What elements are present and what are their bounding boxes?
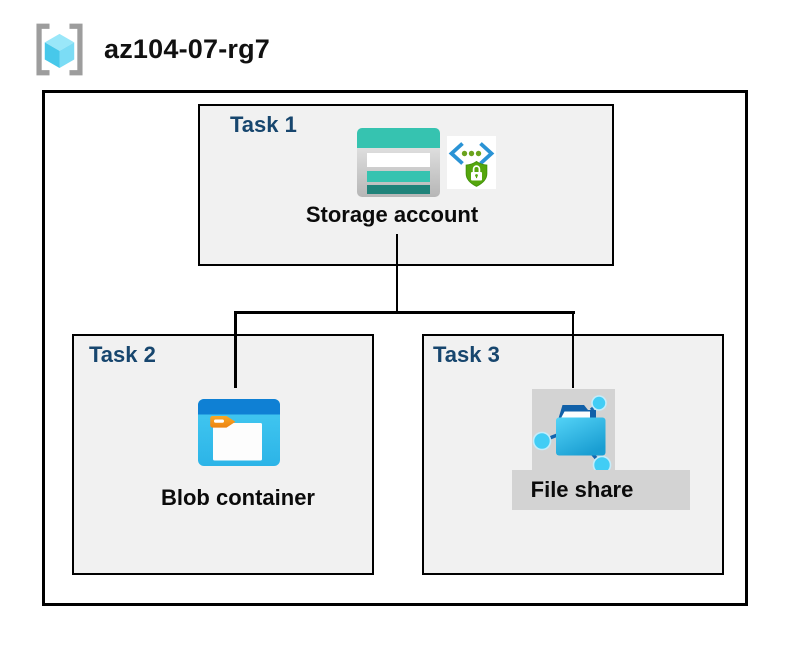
task2-label: Task 2 [89,342,156,367]
file-share-icon [532,395,612,475]
storage-account-icon [357,128,440,197]
shared-access-signature-shield-icon [447,136,496,189]
file-share-label-plate: File share [512,470,690,510]
resource-group-title: az104-07-rg7 [104,34,270,64]
resource-group-icon [36,23,83,76]
blob-container-label: Blob container [160,485,315,510]
file-share-label: File share [530,477,634,502]
task1-box: Task 1 [198,104,614,266]
task3-label: Task 3 [433,342,500,367]
blob-container-icon [198,399,280,466]
storage-account-label: Storage account [305,202,479,227]
connector-storage-stem [395,234,398,312]
connector-drop-blob-container [234,311,237,388]
connector-drop-file-share [571,311,574,388]
task2-box: Task 2 Blob container [72,334,374,575]
task1-label: Task 1 [230,112,297,137]
file-share-icon-backdrop [532,389,615,475]
connector-horizontal-bar [234,311,575,314]
